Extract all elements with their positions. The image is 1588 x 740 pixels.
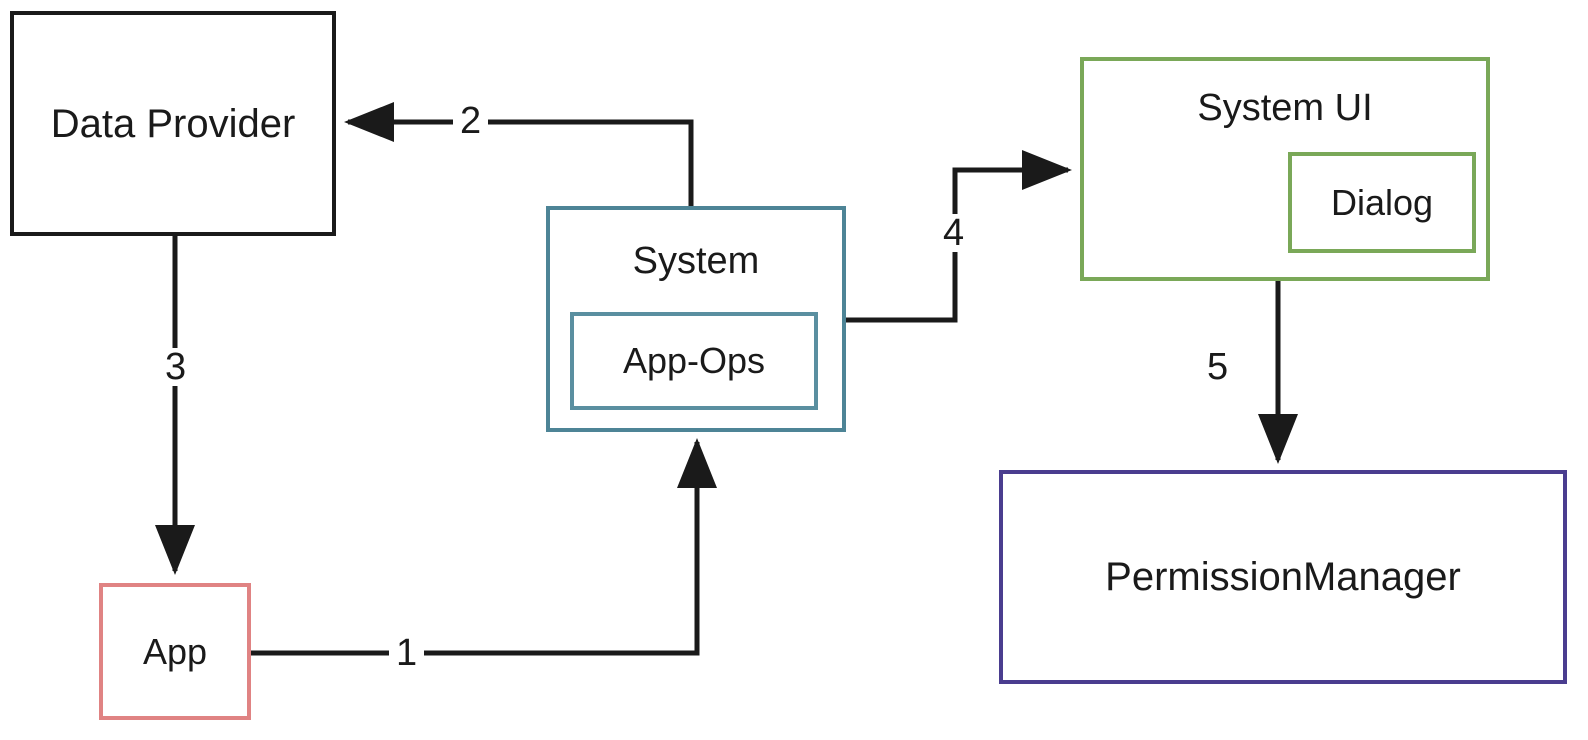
node-data-provider-label: Data Provider bbox=[50, 101, 296, 146]
node-system-ui-label: System UI bbox=[1197, 87, 1373, 129]
node-data-provider[interactable]: Data Provider bbox=[10, 11, 336, 236]
node-dialog-label: Dialog bbox=[1330, 181, 1434, 223]
node-system-label: System bbox=[632, 240, 760, 282]
node-permission-manager-label: PermissionManager bbox=[1105, 555, 1461, 599]
node-app-label: App bbox=[142, 630, 208, 672]
edge-label-1: 1 bbox=[389, 634, 425, 672]
edge-path-1 bbox=[251, 437, 717, 656]
edge-path-2 bbox=[343, 102, 694, 206]
edge-label-2: 2 bbox=[453, 102, 489, 140]
edge-label-3: 3 bbox=[158, 348, 194, 386]
node-dialog[interactable]: Dialog bbox=[1288, 152, 1476, 253]
node-app-ops-label: App-Ops bbox=[622, 340, 766, 381]
node-app[interactable]: App bbox=[99, 583, 251, 720]
edge-label-5: 5 bbox=[1200, 348, 1236, 386]
node-permission-manager[interactable]: PermissionManager bbox=[999, 470, 1567, 684]
edge-label-4: 4 bbox=[936, 214, 972, 252]
node-app-ops[interactable]: App-Ops bbox=[570, 312, 818, 410]
